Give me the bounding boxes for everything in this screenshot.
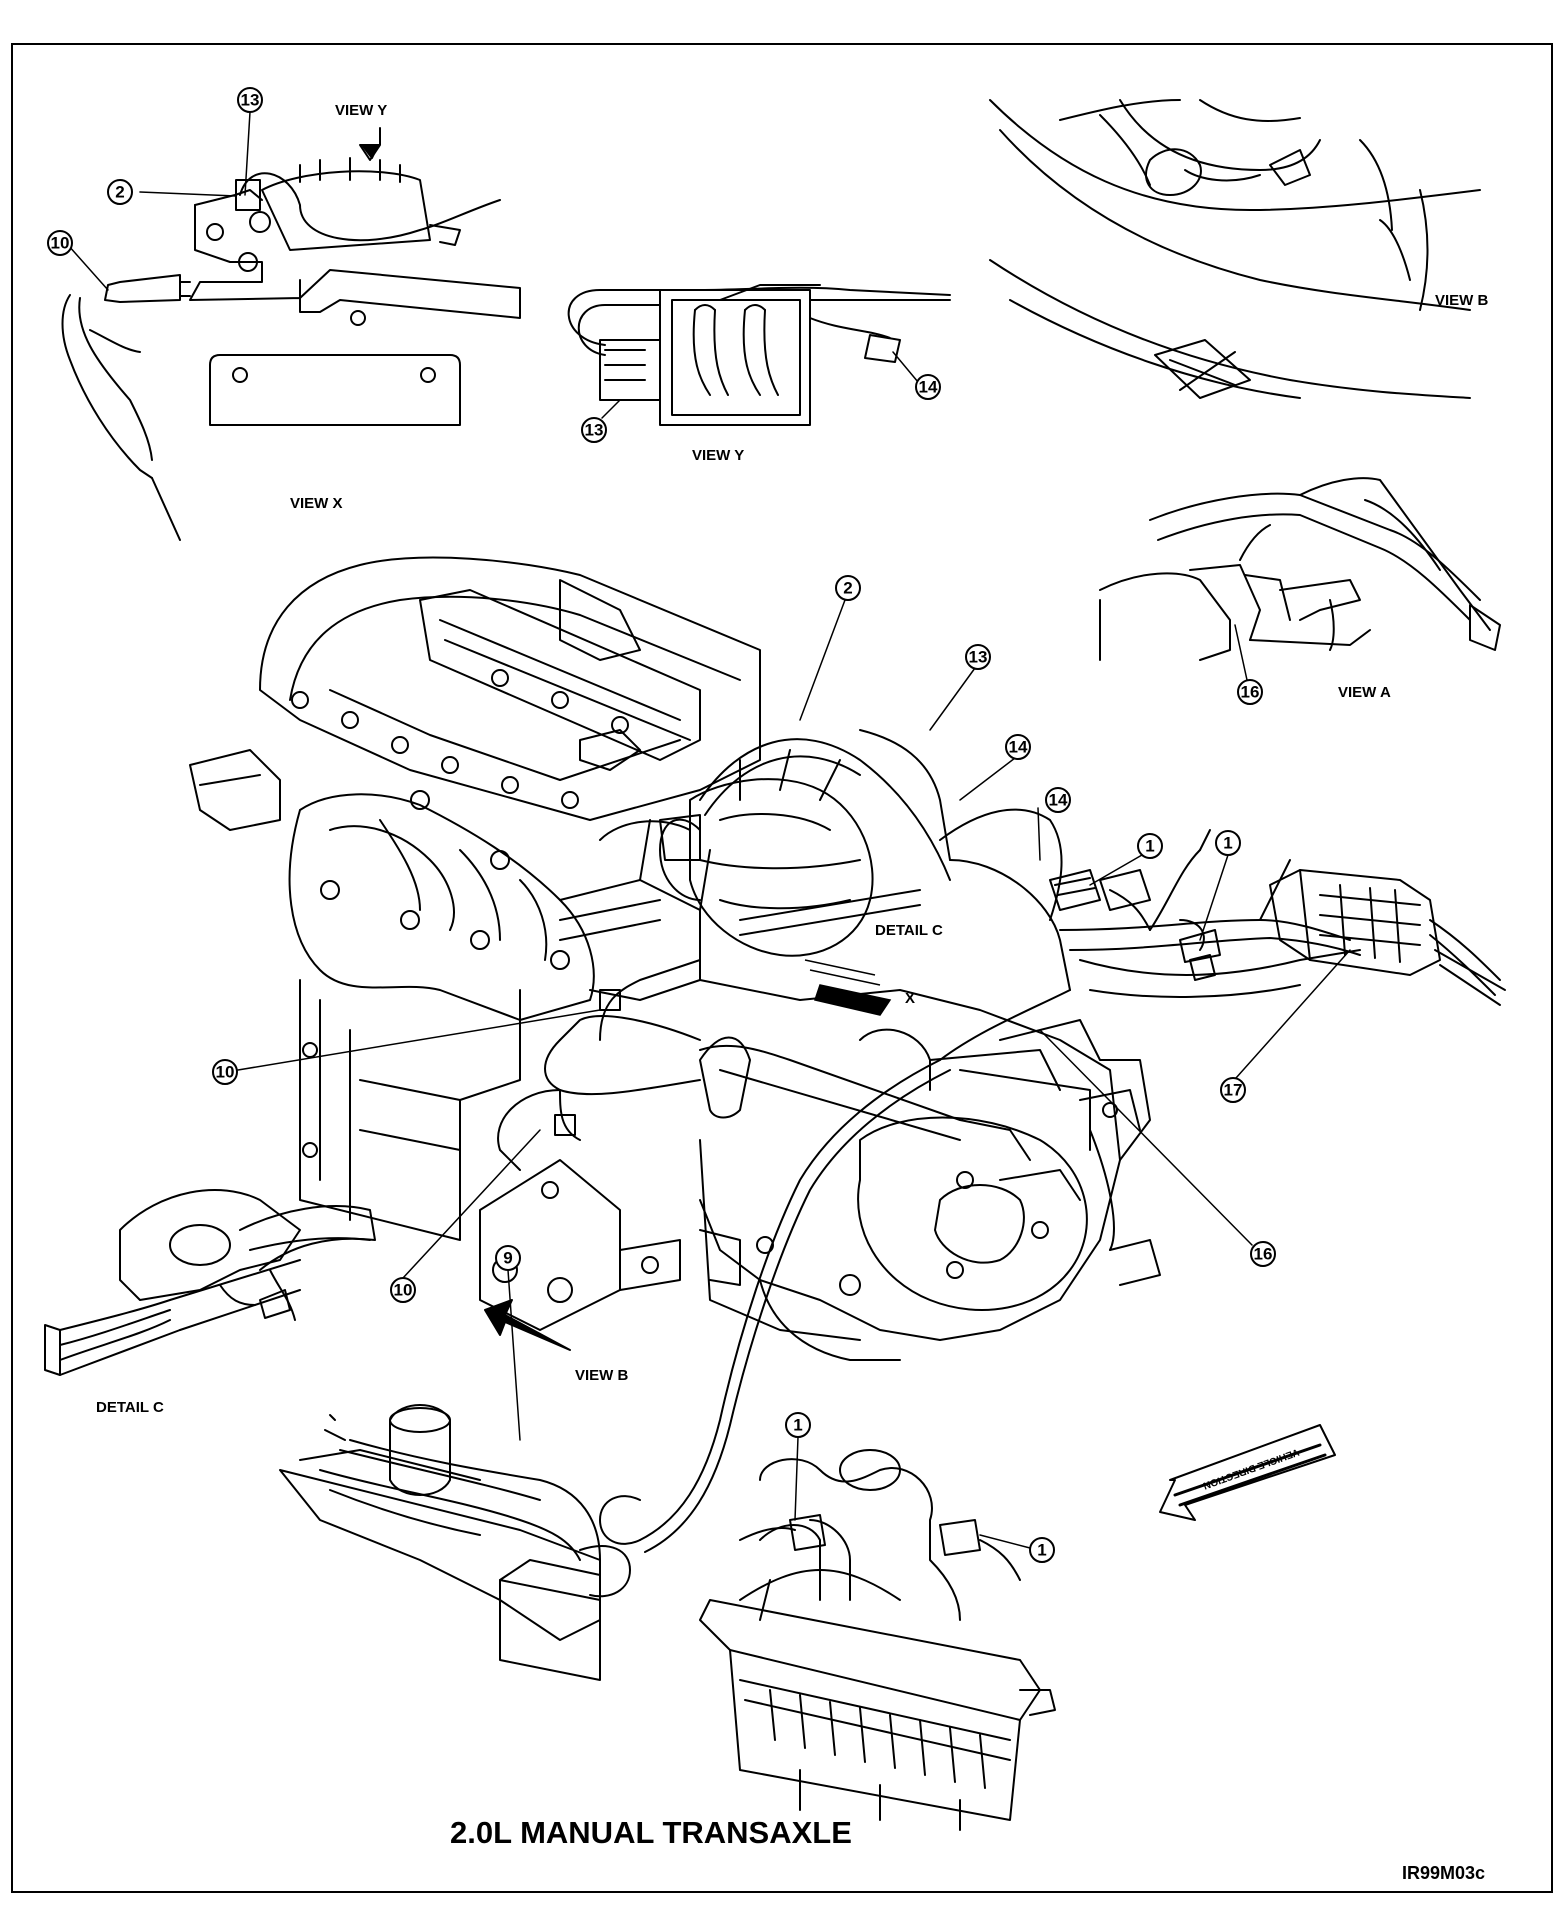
callout-circle	[212, 1059, 238, 1085]
callout-14-main-a: 14	[1009, 738, 1028, 757]
callout-2-main: 2	[843, 579, 852, 598]
callout-circle	[1029, 1537, 1055, 1563]
callout-10-view-x: 10	[51, 234, 70, 253]
callout-circle	[107, 179, 133, 205]
view-a-illustration	[1099, 477, 1501, 661]
diagram-title: 2.0L MANUAL TRANSAXLE	[450, 1815, 852, 1850]
view-b-lower-illustration	[279, 1299, 631, 1681]
air-cleaner-illustration	[699, 1449, 1056, 1831]
callout-1-air-cleaner-a: 1	[793, 1416, 802, 1435]
view-labels: VIEW Y VIEW Y VIEW X VIEW B VIEW A DETAI…	[96, 102, 1489, 1416]
x-view-arrow	[804, 959, 892, 1016]
callout-13-main: 13	[969, 648, 988, 667]
callout-14-view-y: 14	[919, 378, 938, 397]
label-view-b-inset: VIEW B	[1435, 292, 1489, 309]
label-view-b-arrow: VIEW B	[575, 1367, 629, 1384]
callout-circle	[1045, 787, 1071, 813]
main-wiring-harness	[497, 729, 1361, 1553]
label-view-x: VIEW X	[290, 495, 343, 512]
callout-circle	[1220, 1077, 1246, 1103]
engine-assembly-illustration	[189, 556, 1161, 1361]
callout-10-main-b: 10	[394, 1281, 413, 1300]
callout-9-main: 9	[503, 1249, 512, 1268]
harness-connectors-illustration	[1049, 869, 1221, 963]
callout-circle	[47, 230, 73, 256]
label-view-y-top: VIEW Y	[335, 102, 387, 119]
leader-lines	[67, 111, 1351, 1549]
callout-circle	[237, 87, 263, 113]
callout-circle	[1237, 679, 1263, 705]
callout-circle	[1137, 833, 1163, 859]
view-x-illustration	[61, 127, 521, 541]
callout-circle	[581, 417, 607, 443]
vehicle-direction-arrow	[1159, 1424, 1336, 1521]
callout-1-air-cleaner-b: 1	[1037, 1541, 1046, 1560]
callout-circle	[390, 1277, 416, 1303]
callout-13-view-y: 13	[585, 421, 604, 440]
figure-code: IR99M03c	[1402, 1863, 1485, 1883]
callout-17-main: 17	[1224, 1081, 1243, 1100]
label-detail-c-main: DETAIL C	[875, 922, 943, 939]
callout-markers	[47, 87, 1276, 1563]
label-detail-c-inset: DETAIL C	[96, 1399, 164, 1416]
callout-1-main-b: 1	[1223, 834, 1232, 853]
callout-circle	[915, 374, 941, 400]
label-x-marker: X	[905, 990, 915, 1007]
callout-circle	[1005, 734, 1031, 760]
callout-circle	[1215, 830, 1241, 856]
callout-circle	[965, 644, 991, 670]
page-border	[11, 43, 1553, 1893]
view-y-illustration	[567, 284, 951, 426]
callout-14-main-b: 14	[1049, 791, 1068, 810]
callout-16-view-a: 16	[1241, 683, 1260, 702]
callout-10-main-a: 10	[216, 1063, 235, 1082]
callout-1-main-a: 1	[1145, 837, 1154, 856]
callout-circle	[835, 575, 861, 601]
label-view-y: VIEW Y	[692, 447, 744, 464]
callout-13-view-x: 13	[241, 91, 260, 110]
callout-circle	[1250, 1241, 1276, 1267]
callout-2-view-x: 2	[115, 183, 124, 202]
callout-circle	[495, 1245, 521, 1271]
callout-circle	[785, 1412, 811, 1438]
view-b-inset-illustration	[989, 99, 1481, 399]
callout-numbers: 13 2 10 13 14 16 2 13 14 14 1 1 17 10 10…	[51, 91, 1273, 1560]
label-view-a: VIEW A	[1338, 684, 1391, 701]
ecu-connector-illustration	[1269, 869, 1506, 1006]
callout-16-main: 16	[1254, 1245, 1273, 1264]
detail-c-illustration	[44, 1189, 376, 1376]
